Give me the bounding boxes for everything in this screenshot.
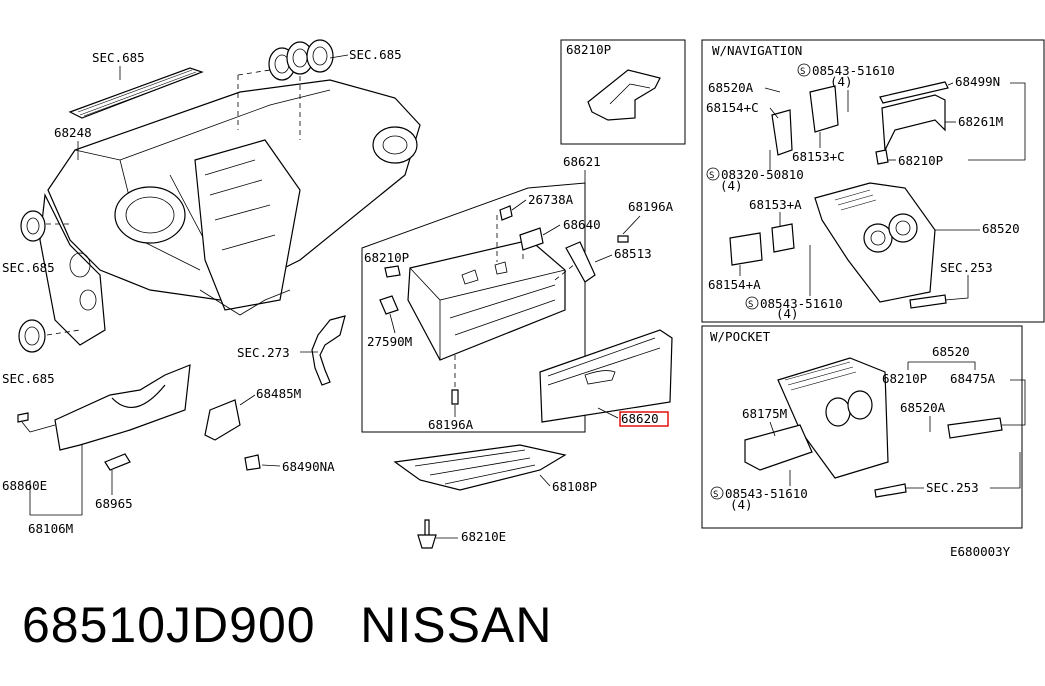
label-nav-68520: 68520 — [982, 221, 1020, 236]
bezel-68261m-drawing — [881, 94, 946, 153]
label-68210p-mid: 68210P — [364, 250, 409, 265]
label-68620: 68620 — [621, 411, 659, 426]
label-pk-68520: 68520 — [932, 344, 970, 359]
clip-68210p-nav-drawing — [875, 149, 889, 165]
pocket-68175m-drawing — [744, 424, 813, 471]
label-pk-68210p: 68210P — [882, 371, 927, 386]
screw-s-circle-icon — [710, 486, 724, 500]
label-nav-68520a: 68520A — [708, 80, 754, 95]
trim-68499n-drawing — [879, 81, 949, 104]
part-68965-drawing — [104, 453, 131, 471]
label-68210e: 68210E — [461, 529, 506, 544]
label-nav-68154c: 68154+C — [706, 100, 759, 115]
label-sec685-b: SEC.685 — [349, 47, 402, 62]
pocket-box — [701, 325, 1023, 529]
lower-panel-68106m-drawing — [54, 364, 191, 451]
damper-68640-drawing — [519, 227, 544, 251]
label-sec273: SEC.273 — [237, 345, 290, 360]
label-68485m: 68485M — [256, 386, 301, 401]
label-nav-68153c: 68153+C — [792, 149, 845, 164]
label-68196a-top: 68196A — [628, 199, 674, 214]
clip-68860e-drawing — [17, 412, 29, 423]
label-pk-qty: (4) — [730, 497, 753, 512]
bracket-68153a-drawing — [771, 223, 795, 253]
clip-68210p-drawing — [587, 69, 661, 121]
screw-s-glyph: S — [748, 300, 753, 310]
label-nav-68210p: 68210P — [898, 153, 943, 168]
label-nav-qty-a: (4) — [830, 74, 853, 89]
screw-s-glyph: S — [800, 67, 805, 77]
clip-68490na-drawing — [244, 454, 261, 471]
label-27590m: 27590M — [367, 334, 412, 349]
bracket-68153c-drawing — [809, 85, 839, 133]
bracket-68154c-drawing — [771, 109, 793, 156]
screw-68196a-top-drawing — [617, 235, 629, 243]
label-68490na: 68490NA — [282, 459, 335, 474]
title-w-navigation: W/NAVIGATION — [712, 43, 802, 58]
screw-s-circle-icon — [797, 63, 811, 77]
label-26738a: 26738A — [528, 192, 574, 207]
label-sec685-a: SEC.685 — [92, 50, 145, 65]
latch-68513-drawing — [565, 241, 596, 283]
label-68513: 68513 — [614, 246, 652, 261]
label-68108p: 68108P — [552, 479, 597, 494]
brand-name: NISSAN — [360, 597, 553, 653]
bumper-26738a-drawing — [499, 205, 513, 221]
screw-68210e-drawing — [417, 519, 437, 549]
label-nav-qty-c: (4) — [776, 306, 799, 321]
navigation-box — [701, 39, 1045, 323]
label-68210p-box: 68210P — [566, 42, 611, 57]
label-pk-68475a: 68475A — [950, 371, 996, 386]
label-sec685-c: SEC.685 — [2, 260, 55, 275]
label-nav-qty-b: (4) — [720, 178, 743, 193]
label-68860e: 68860E — [2, 478, 47, 493]
label-sec685-d: SEC.685 — [2, 371, 55, 386]
label-nav-68154a: 68154+A — [708, 277, 761, 292]
glovebox-68620-drawing — [539, 329, 673, 423]
screw-68196a-bot-drawing — [451, 389, 459, 405]
label-nav-68153a: 68153+A — [749, 197, 802, 212]
cluster-68520-pocket-drawing — [777, 357, 889, 479]
sec273-bracket-drawing — [311, 315, 346, 386]
clip-68210p-box — [560, 39, 686, 145]
label-68106m: 68106M — [28, 521, 73, 536]
screw-s-circle-icon — [745, 296, 759, 310]
label-pk-68175m: 68175M — [742, 406, 787, 421]
instrument-panel-drawing — [18, 39, 421, 353]
label-pk-08543: 08543-51610 — [725, 486, 808, 501]
label-pk-sec253: SEC.253 — [926, 480, 979, 495]
screw-s-glyph: S — [709, 171, 714, 181]
screw-s-circle-icon — [706, 167, 720, 181]
diagram-code: E680003Y — [950, 544, 1011, 559]
label-68965: 68965 — [95, 496, 133, 511]
glovebox-lid-drawing — [407, 239, 566, 361]
cluster-68520-nav-drawing — [814, 182, 936, 303]
label-68621: 68621 — [563, 154, 601, 169]
label-pk-68520a: 68520A — [900, 400, 946, 415]
part-number: 68510JD900 — [22, 597, 316, 653]
label-nav-sec253: SEC.253 — [940, 260, 993, 275]
label-68640: 68640 — [563, 217, 601, 232]
label-nav-08543-a: 08543-51610 — [812, 63, 895, 78]
title-w-pocket: W/POCKET — [710, 329, 771, 344]
label-68196a-bot: 68196A — [428, 417, 474, 432]
screw-s-glyph: S — [713, 490, 718, 500]
highlight-68620 — [619, 411, 669, 427]
label-nav-68499n: 68499N — [955, 74, 1000, 89]
glovebox-group-box — [361, 182, 586, 433]
lamp-27590m-drawing — [379, 295, 399, 315]
lid-68475a-drawing — [947, 417, 1003, 439]
label-nav-08320: 08320-50810 — [721, 167, 804, 182]
undercover-68108p-drawing — [393, 444, 567, 491]
clip-68210p-mid-drawing — [384, 265, 401, 278]
bracket-68485m-drawing — [204, 399, 241, 441]
part-labels: SEC.685 SEC.685 68248 SEC.685 SEC.685 SE… — [2, 42, 1026, 559]
label-nav-68261m: 68261M — [958, 114, 1003, 129]
bracket-68154a-drawing — [729, 232, 763, 266]
label-nav-08543-b: 08543-51610 — [760, 296, 843, 311]
label-68248: 68248 — [54, 125, 92, 140]
footer-title: 68510JD900 NISSAN — [22, 596, 552, 654]
